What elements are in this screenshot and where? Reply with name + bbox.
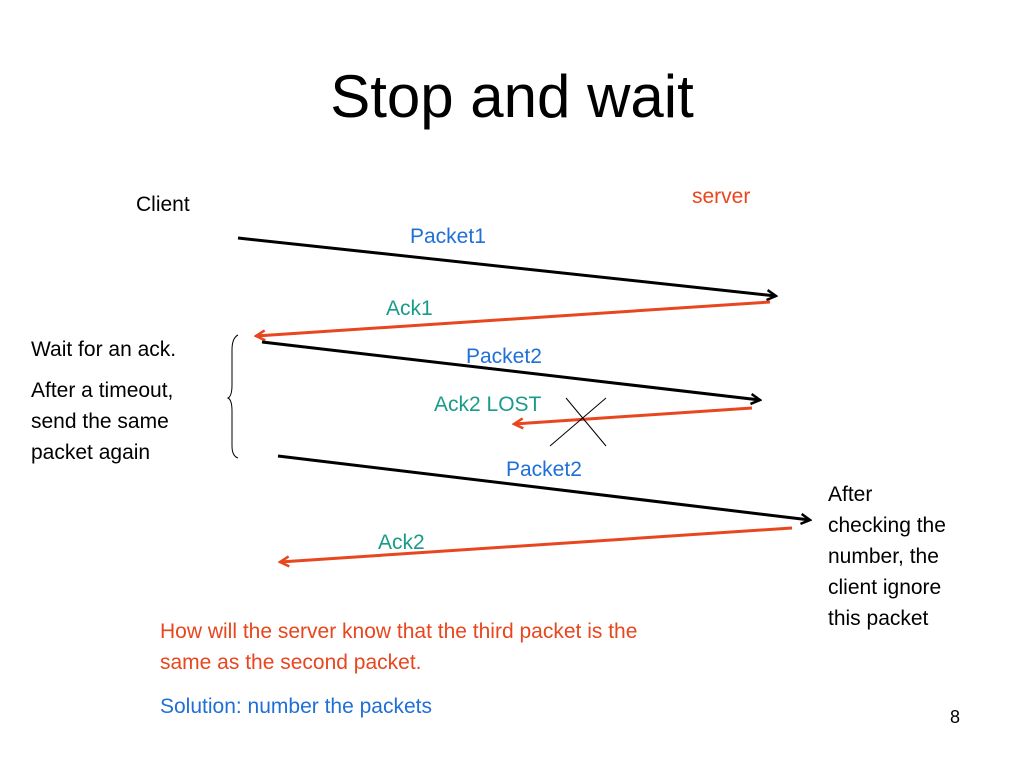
packet2-label: Packet2 <box>466 345 542 368</box>
client-label: Client <box>136 193 190 216</box>
slide-title: Stop and wait <box>330 63 694 130</box>
timeout-brace <box>226 334 239 459</box>
packet2-resend-label: Packet2 <box>506 458 582 481</box>
timeout-note-line-4: packet again <box>31 441 151 464</box>
packet1-arrow <box>237 236 776 296</box>
timeout-note: Wait for an ack. After a timeout, send t… <box>31 334 176 468</box>
packet2-resend-arrow <box>277 454 810 520</box>
ack2-lost-label: Ack2 LOST <box>434 393 542 416</box>
ack1-arrow <box>256 300 771 336</box>
packet2-arrow <box>261 340 760 400</box>
question-line-1: How will the server know that the third … <box>160 620 638 643</box>
ignore-note-line-4: client ignore <box>828 576 942 599</box>
ack2-arrow <box>280 526 793 562</box>
timeout-note-line-3: send the same <box>31 410 169 433</box>
ack2-lost-arrow <box>514 406 753 424</box>
timeout-note-line-2: After a timeout, <box>31 379 174 402</box>
question-block: How will the server know that the third … <box>160 616 637 678</box>
ignore-note-line-2: checking the <box>828 514 946 537</box>
ignore-note-line-5: this packet <box>828 607 929 630</box>
ignore-note: After checking the number, the client ig… <box>828 479 946 634</box>
ignore-note-line-3: number, the <box>828 545 939 568</box>
page-number: 8 <box>950 707 961 727</box>
timeout-note-line-1: Wait for an ack. <box>31 338 177 361</box>
question-line-2: same as the second packet. <box>160 651 422 674</box>
ack2-label: Ack2 <box>378 531 425 554</box>
solution-text: Solution: number the packets <box>160 695 432 718</box>
packet1-label: Packet1 <box>410 225 486 248</box>
ignore-note-line-1: After <box>828 483 873 506</box>
server-label: server <box>692 185 751 208</box>
lost-cross-mark <box>549 397 607 447</box>
ack1-label: Ack1 <box>386 297 433 320</box>
